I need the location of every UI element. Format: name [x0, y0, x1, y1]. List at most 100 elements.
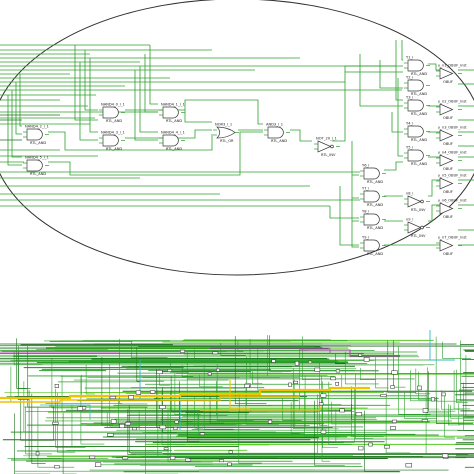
- net-segment: [292, 367, 327, 430]
- inverter-symbol: [407, 195, 422, 208]
- cell-block: [335, 369, 341, 373]
- routed-net: [379, 60, 403, 89]
- cell-block: [390, 385, 395, 389]
- and-gate-symbol: [102, 134, 119, 147]
- net-segment: [199, 374, 223, 388]
- routed-net: [144, 54, 158, 113]
- net-segment: [385, 391, 411, 454]
- net-segment: [453, 370, 471, 410]
- net-segment: [375, 357, 389, 389]
- cell-block: [294, 361, 300, 366]
- net-segment: [415, 368, 431, 395]
- gate-type-label: OBUF: [443, 252, 453, 256]
- gate-type-label: RTL_AND: [367, 226, 383, 230]
- net-segment: [109, 364, 140, 427]
- cell-block: [227, 462, 232, 467]
- net-segment: [62, 412, 77, 474]
- net-yellow: [0, 396, 300, 403]
- and-gate-symbol: [363, 190, 380, 203]
- cell-block: [179, 349, 185, 353]
- net-segment: [71, 404, 98, 447]
- cell-block: [199, 432, 206, 436]
- net-cyan: [40, 404, 91, 420]
- net-segment: [101, 357, 114, 426]
- gate-name-label: y_n2_OBUF_inst: [438, 100, 467, 104]
- net-segment: [319, 362, 328, 426]
- net-segment: [55, 388, 86, 448]
- cell-block: [293, 380, 298, 384]
- gate-type-label: OBUF: [443, 190, 453, 194]
- net-segment: [128, 405, 163, 453]
- net-segment: [186, 351, 217, 397]
- cell-block: [405, 463, 412, 468]
- routed-net: [84, 50, 98, 111]
- net-yellow: [229, 380, 250, 409]
- cell-block: [212, 351, 219, 355]
- gate-name-label: Y1_i: [406, 56, 413, 60]
- gate-type-label: RTL_AND: [106, 147, 122, 151]
- net-segment: [118, 399, 140, 426]
- and-gate-symbol: [267, 126, 284, 139]
- buffer-symbol: [439, 239, 454, 252]
- gate-name-label: NOT_20_i_1: [316, 137, 337, 141]
- gate-type-label: RTL_AND: [411, 72, 427, 76]
- net-segment: [28, 390, 62, 459]
- gate-name-label: Y2_i: [406, 76, 413, 80]
- routed-net: [384, 161, 403, 171]
- net-segment: [216, 381, 249, 415]
- net-segment: [157, 389, 189, 457]
- cell-block: [391, 370, 398, 375]
- net-magenta: [210, 347, 331, 354]
- and-gate-symbol: [363, 167, 380, 180]
- cell-block: [54, 465, 60, 469]
- cell-block: [119, 423, 125, 429]
- cell-block: [110, 419, 117, 424]
- cell-block: [122, 456, 129, 460]
- routed-net: [428, 179, 440, 197]
- gate-type-label: RTL_AND: [411, 92, 427, 96]
- net-segment: [267, 335, 288, 377]
- net-segment: [404, 391, 437, 419]
- net-segment: [209, 396, 225, 424]
- cell-block: [318, 402, 324, 406]
- routed-net: [11, 90, 22, 158]
- cell-block: [288, 382, 292, 387]
- net-segment: [427, 371, 456, 412]
- routed-net: [428, 63, 440, 71]
- net-segment: [436, 397, 473, 424]
- net-segment: [61, 375, 90, 413]
- routed-net: [344, 65, 403, 72]
- routed-net: [391, 112, 403, 133]
- gate-name-label: y_n3_OBUF_inst: [438, 126, 467, 130]
- net-segment: [364, 410, 400, 472]
- cell-block: [271, 359, 276, 363]
- inverter-bubble: [330, 144, 334, 149]
- top-wire-layer: [0, 40, 474, 248]
- and-gate-symbol: [407, 59, 424, 72]
- and-gate-symbol: [363, 239, 380, 252]
- routed-net: [428, 204, 440, 222]
- cell-block: [308, 360, 313, 364]
- net-segment: [435, 336, 463, 402]
- top-schematic-panel: NAND4_0_i_1RTL_ANDNAND4_1_i_1RTL_ANDNAND…: [0, 0, 474, 276]
- cell-block: [107, 433, 114, 437]
- routed-net: [139, 66, 158, 133]
- net-segment: [31, 393, 46, 464]
- net-segment: [444, 393, 455, 438]
- and-gate-symbol: [407, 99, 424, 112]
- gate-name-label: y_n7_OBUF_inst: [438, 236, 467, 240]
- cell-block: [320, 429, 327, 435]
- and-gate-symbol: [26, 159, 43, 172]
- net-segment: [174, 372, 201, 415]
